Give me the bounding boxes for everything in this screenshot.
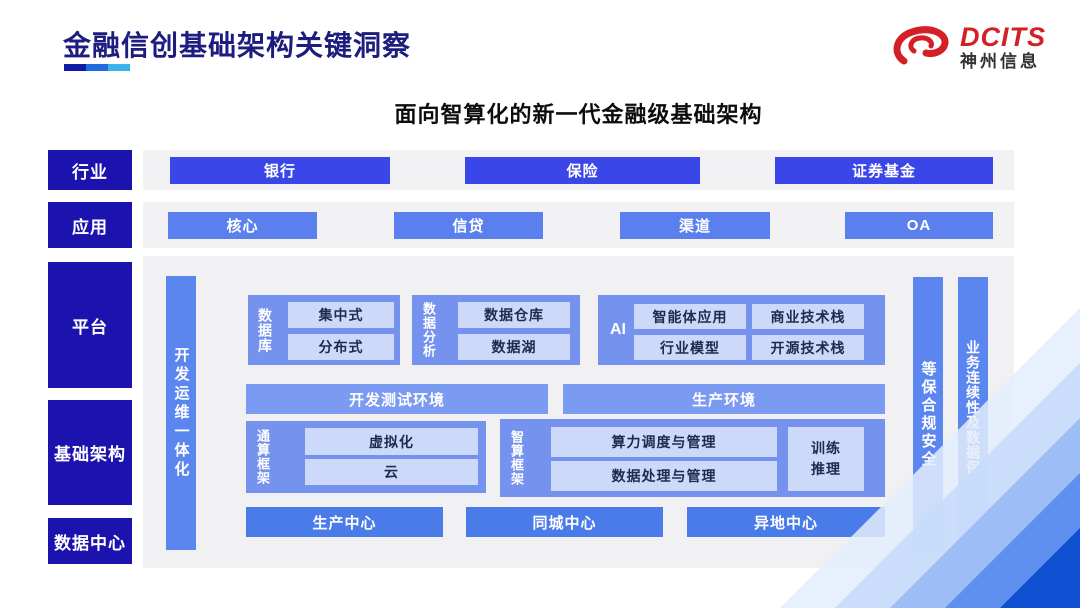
security-compliance-label: 等保合规安全 bbox=[919, 360, 937, 469]
devops-bar: 开发运维一体化 bbox=[166, 276, 196, 550]
app-core: 核心 bbox=[168, 212, 317, 239]
dcits-swirl-icon bbox=[893, 26, 949, 65]
app-channel: 渠道 bbox=[620, 212, 770, 239]
cloud: 云 bbox=[305, 459, 478, 485]
logo-brand-text: DCITS bbox=[960, 21, 1046, 52]
same-city-center: 同城中心 bbox=[466, 507, 663, 537]
ai-agent-app: 智能体应用 bbox=[634, 304, 746, 329]
dcits-logo: DCITS 神州信息 bbox=[890, 18, 1050, 76]
db-distributed: 分布式 bbox=[288, 334, 394, 360]
title-underline bbox=[64, 64, 130, 71]
database-group-label: 数据库 bbox=[257, 307, 273, 353]
industry-securities-fund: 证券基金 bbox=[775, 157, 993, 184]
training-inference: 训练推理 bbox=[788, 427, 864, 491]
ai-commercial-stack: 商业技术栈 bbox=[752, 304, 864, 329]
compute-scheduling: 算力调度与管理 bbox=[551, 427, 777, 457]
ai-industry-model: 行业模型 bbox=[634, 335, 746, 360]
sidebar-item-platform: 平台 bbox=[48, 262, 132, 388]
ai-opensource-stack: 开源技术栈 bbox=[752, 335, 864, 360]
sidebar-item-application: 应用 bbox=[48, 202, 132, 248]
data-analysis-group-label: 数据分析 bbox=[421, 302, 436, 358]
db-centralized: 集中式 bbox=[288, 302, 394, 328]
industry-bank: 银行 bbox=[170, 157, 390, 184]
app-oa: OA bbox=[845, 212, 993, 239]
virtualization: 虚拟化 bbox=[305, 428, 478, 455]
data-processing: 数据处理与管理 bbox=[551, 461, 777, 491]
data-lake: 数据湖 bbox=[458, 334, 570, 360]
intelligent-compute-label: 智算框架 bbox=[509, 430, 524, 486]
logo-company-text: 神州信息 bbox=[960, 52, 1040, 72]
sidebar-item-industry: 行业 bbox=[48, 150, 132, 190]
dev-test-environment: 开发测试环境 bbox=[246, 384, 548, 414]
production-center: 生产中心 bbox=[246, 507, 443, 537]
data-warehouse: 数据仓库 bbox=[458, 302, 570, 328]
page-title: 金融信创基础架构关键洞察 bbox=[63, 30, 412, 61]
sidebar-item-datacenter: 数据中心 bbox=[48, 518, 132, 564]
industry-insurance: 保险 bbox=[465, 157, 700, 184]
devops-bar-label: 开发运维一体化 bbox=[172, 346, 190, 480]
production-environment: 生产环境 bbox=[563, 384, 885, 414]
remote-center: 异地中心 bbox=[687, 507, 885, 537]
diagram-subtitle: 面向智算化的新一代金融级基础架构 bbox=[394, 102, 763, 127]
sidebar-item-infrastructure: 基础架构 bbox=[48, 400, 132, 505]
general-compute-label: 通算框架 bbox=[255, 429, 270, 485]
ai-group-label: AI bbox=[610, 321, 626, 338]
app-credit: 信贷 bbox=[394, 212, 543, 239]
